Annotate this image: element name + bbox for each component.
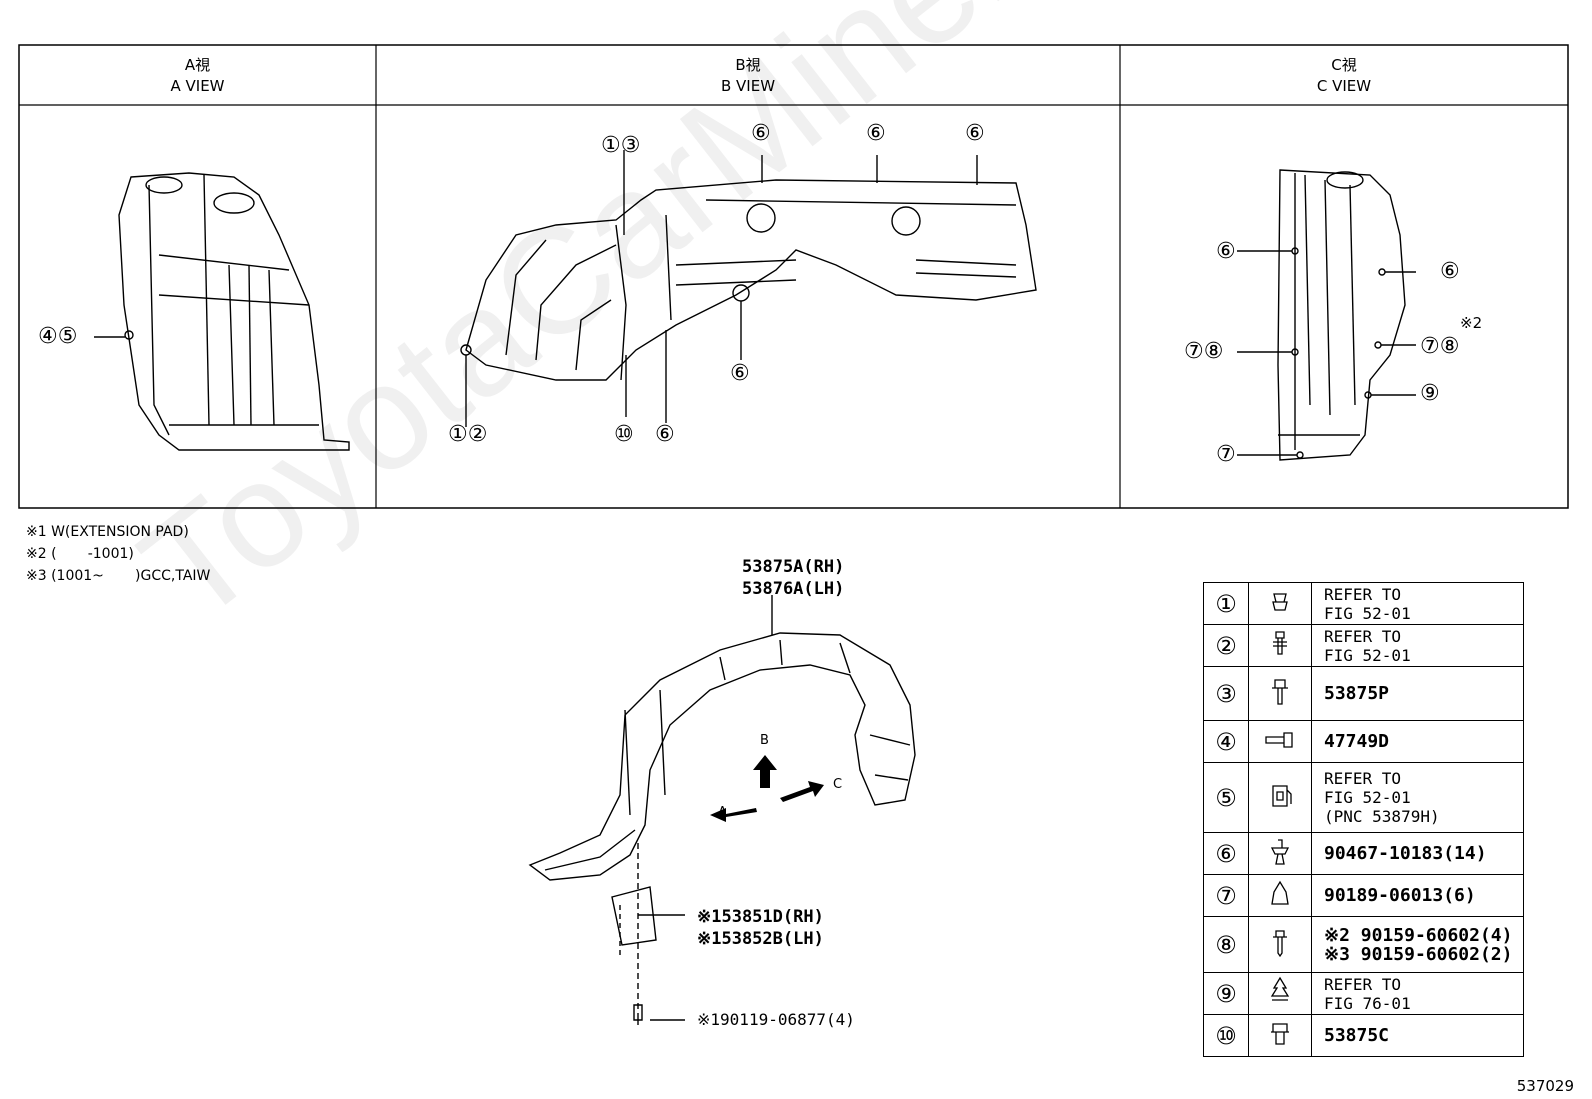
nut-clip-icon bbox=[1248, 762, 1312, 833]
view-b-callout-6c: ⑥ bbox=[965, 121, 985, 146]
cap-nut-icon bbox=[1248, 874, 1312, 917]
view-a-header: A視 A VIEW bbox=[19, 55, 376, 97]
view-b-callout-1-3: ①③ bbox=[601, 133, 641, 158]
fastener-legend-table: ① REFER TO FIG 52-01 ② REFER TO FIG 52-01 ③ 5… bbox=[1203, 582, 1524, 1057]
legend-number: ④ bbox=[1203, 720, 1249, 763]
view-b-callout-6b: ⑥ bbox=[866, 121, 886, 146]
main-part-lh: 53876A(LH) bbox=[742, 579, 845, 599]
tapping-screw-icon bbox=[1248, 916, 1312, 973]
legend-reference: 90189-06013(6) bbox=[1311, 874, 1524, 917]
direction-label-a: A bbox=[718, 805, 727, 820]
tree-clip-icon bbox=[1248, 972, 1312, 1015]
legend-row: ② REFER TO FIG 52-01 bbox=[1203, 624, 1524, 667]
legend-number: ⑨ bbox=[1203, 972, 1249, 1015]
bolt-icon bbox=[1248, 666, 1312, 721]
view-c-callout-7-8b: ⑦⑧ bbox=[1420, 334, 1460, 359]
view-c-callout-6a: ⑥ bbox=[1216, 239, 1236, 264]
note-3: ※3 (1001~ )GCC,TAIW bbox=[26, 568, 211, 584]
view-c-jp: C視 bbox=[1331, 56, 1357, 74]
view-b-callout-1-2: ①② bbox=[448, 422, 488, 447]
legend-row: ① REFER TO FIG 52-01 bbox=[1203, 582, 1524, 625]
view-b-en: B VIEW bbox=[720, 77, 776, 95]
legend-reference: 53875C bbox=[1311, 1014, 1524, 1057]
view-b-header: B視 B VIEW bbox=[376, 55, 1120, 97]
legend-row: ⑥ 90467-10183(14) bbox=[1203, 832, 1524, 875]
view-c-drawing bbox=[1237, 169, 1416, 461]
note-2: ※2 ( -1001) bbox=[26, 546, 134, 562]
legend-reference: REFER TO FIG 52-01 (PNC 53879H) bbox=[1311, 762, 1524, 833]
view-b-jp: B視 bbox=[735, 56, 761, 74]
view-c-callout-7: ⑦ bbox=[1216, 442, 1236, 467]
main-part-rh: 53875A(RH) bbox=[742, 557, 845, 577]
legend-number: ② bbox=[1203, 624, 1249, 667]
view-c-callout-6b: ⑥ bbox=[1440, 259, 1460, 284]
legend-reference: 47749D bbox=[1311, 720, 1524, 763]
legend-row: ⑦ 90189-06013(6) bbox=[1203, 874, 1524, 917]
legend-number: ⑥ bbox=[1203, 832, 1249, 875]
screw-grommet-icon bbox=[1248, 624, 1312, 667]
view-c-header: C視 C VIEW bbox=[1120, 55, 1568, 97]
clip-icon bbox=[1248, 582, 1312, 625]
legend-reference: 53875P bbox=[1311, 666, 1524, 721]
direction-label-b: B bbox=[760, 733, 769, 748]
view-b-callout-6d: ⑥ bbox=[730, 361, 750, 386]
legend-reference: ※2 90159-60602(4) ※3 90159-60602(2) bbox=[1311, 916, 1524, 973]
pad-part-rh: ※153851D(RH) bbox=[697, 907, 824, 927]
legend-number: ⑤ bbox=[1203, 762, 1249, 833]
view-a-jp: A視 bbox=[184, 56, 211, 74]
pad-part-lh: ※153852B(LH) bbox=[697, 929, 824, 949]
legend-row: ③ 53875P bbox=[1203, 666, 1524, 721]
view-a-en: A VIEW bbox=[170, 77, 225, 95]
view-c-en: C VIEW bbox=[1316, 77, 1372, 95]
view-a-drawing bbox=[94, 172, 350, 451]
legend-reference: REFER TO FIG 76-01 bbox=[1311, 972, 1524, 1015]
screw-part: ※190119-06877(4) bbox=[697, 1010, 855, 1029]
legend-number: ① bbox=[1203, 582, 1249, 625]
figure-code: 537029 bbox=[1516, 1077, 1574, 1095]
note-1: ※1 W(EXTENSION PAD) bbox=[26, 524, 189, 540]
view-c-callout-7-8a: ⑦⑧ bbox=[1184, 339, 1224, 364]
legend-row: ⑤ REFER TO FIG 52-01 (PNC 53879H) bbox=[1203, 762, 1524, 833]
view-c-note-2: ※2 bbox=[1460, 314, 1483, 332]
legend-reference: 90467-10183(14) bbox=[1311, 832, 1524, 875]
legend-number: ⑧ bbox=[1203, 916, 1249, 973]
view-c-callout-9: ⑨ bbox=[1420, 381, 1440, 406]
view-b-callout-10: ⑩ bbox=[614, 422, 634, 447]
legend-number: ③ bbox=[1203, 666, 1249, 721]
legend-reference: REFER TO FIG 52-01 bbox=[1311, 624, 1524, 667]
view-a-callout-4-5: ④⑤ bbox=[38, 324, 78, 349]
legend-number: ⑦ bbox=[1203, 874, 1249, 917]
legend-row: ⑨ REFER TO FIG 76-01 bbox=[1203, 972, 1524, 1015]
legend-row: ⑧ ※2 90159-60602(4) ※3 90159-60602(2) bbox=[1203, 916, 1524, 973]
legend-reference: REFER TO FIG 52-01 bbox=[1311, 582, 1524, 625]
screw-horizontal-icon bbox=[1248, 720, 1312, 763]
legend-row: ④ 47749D bbox=[1203, 720, 1524, 763]
direction-label-c: C bbox=[833, 777, 843, 792]
legend-row: ⑩ 53875C bbox=[1203, 1014, 1524, 1057]
legend-number: ⑩ bbox=[1203, 1014, 1249, 1057]
rivet-clip-icon bbox=[1248, 1014, 1312, 1057]
views-panel-frame bbox=[18, 44, 1569, 509]
push-clip-icon bbox=[1248, 832, 1312, 875]
fender-liner-drawing bbox=[528, 595, 916, 1025]
view-b-callout-6e: ⑥ bbox=[655, 422, 675, 447]
view-b-drawing bbox=[460, 150, 1037, 427]
view-b-callout-6a: ⑥ bbox=[751, 121, 771, 146]
